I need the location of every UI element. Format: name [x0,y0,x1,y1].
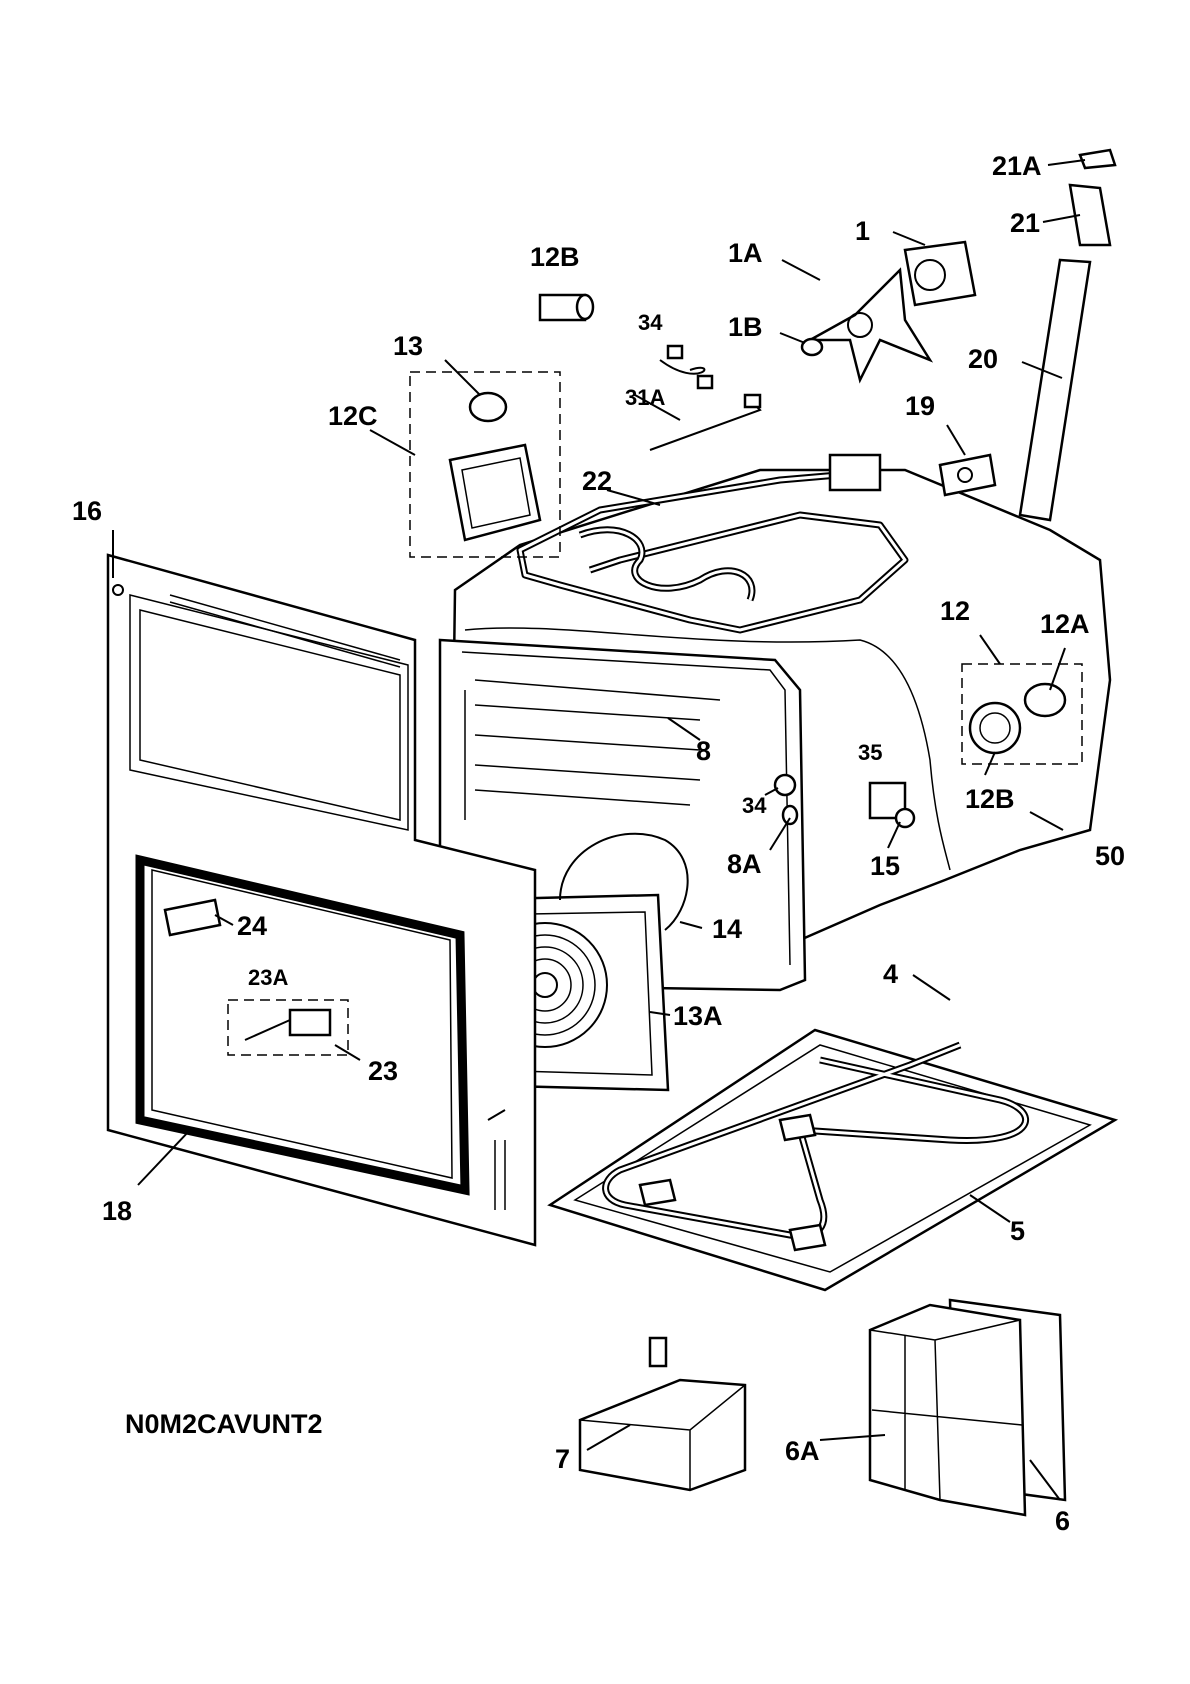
leader-lines [112,159,1086,1501]
diagram-code: N0M2CAVUNT2 [125,1409,323,1439]
callout-6a: 6A [785,1436,820,1466]
callout-24: 24 [237,911,267,941]
callout-13: 12C [328,401,378,431]
callout-4: 4 [883,959,898,989]
fan-motor-part [800,240,977,384]
bottom-tray-part [547,1028,1119,1292]
callout-8a: 8A [727,849,762,879]
callout-35: 35 [858,740,882,765]
callout-5: 5 [1010,1216,1025,1246]
timer-part [578,1336,747,1492]
door-frame-part [106,553,537,1247]
callout-1: 1 [855,216,870,246]
callout-34: 34 [742,793,767,818]
callout-16: 15 [870,851,900,881]
callout-15: 14 [712,914,742,944]
callout-31: 31A [625,385,665,410]
thermal-switch-part [938,453,997,497]
callout-labels: 21A 21 1 1A 12B 34 1B 13 20 31A 19 12C 2… [72,151,1125,1536]
callout-20: 20 [968,344,998,374]
side-lamp-part [961,663,1083,765]
callout-17a: 16 [72,496,102,526]
capacitor-part [538,293,595,322]
callout-21a: 21A [992,151,1042,181]
vent-tube-part [1018,148,1117,522]
callout-19: 19 [905,391,935,421]
callout-23: 23 [368,1056,398,1086]
callout-1a: 1A [728,238,763,268]
callout-12b: 12B [965,784,1015,814]
callout-22: 22 [582,466,612,496]
ring-element-part [559,832,689,931]
callout-14: 13A [673,1001,723,1031]
callout-18: 18 [102,1196,132,1226]
callout-8: 8 [696,736,711,766]
callout-13a: 13 [393,331,423,361]
callout-1b: 1B [728,312,763,342]
callout-6: 6 [1055,1506,1070,1536]
electronic-module-part [868,1298,1067,1517]
grill-element-part [516,453,909,634]
callout-12a: 12A [1040,609,1090,639]
callout-23a: 23A [248,965,288,990]
callout-7: 7 [555,1444,570,1474]
callout-50: 50 [1095,841,1125,871]
callout-31a: 34 [638,310,663,335]
callout-21: 21 [1010,208,1040,238]
wiring-part [649,344,762,451]
callout-12: 12 [940,596,970,626]
callout-12c: 12B [530,242,580,272]
lamp-assembly-part [409,371,561,558]
